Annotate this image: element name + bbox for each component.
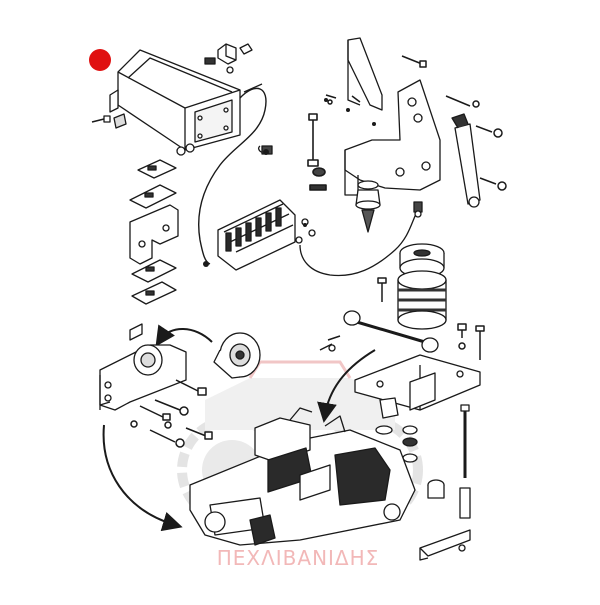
watermark-gear-right	[313, 415, 423, 525]
rubber-buffer	[355, 180, 381, 233]
actuator-module	[217, 199, 316, 271]
damper-unit	[397, 243, 447, 330]
anchor-bracket	[419, 529, 471, 561]
flow-arrow-mount	[155, 324, 213, 347]
box-mount-screw	[91, 113, 127, 129]
rubber-mount	[213, 332, 261, 379]
washer-stack	[375, 425, 418, 463]
tie-rod	[319, 310, 439, 353]
long-bolt-vertical	[307, 113, 327, 191]
box-bracket-top	[204, 43, 253, 74]
watermark-text: ΠΕΧΛΙΒΑΝΙΔΗΣ	[216, 546, 380, 570]
support-rod-right	[427, 404, 471, 519]
callout-marker	[89, 49, 111, 71]
flow-arrow-rod	[317, 349, 376, 423]
axle-housing	[189, 407, 416, 546]
connector-pins	[203, 98, 376, 267]
bolt-set-left	[130, 379, 213, 448]
lower-mount-plate	[354, 354, 481, 419]
flow-arrow-left	[102, 424, 183, 532]
control-box	[109, 49, 241, 156]
gas-strut	[451, 113, 481, 208]
engine-mount-bracket	[99, 344, 187, 411]
bolts-upper-right	[325, 55, 507, 191]
mounting-plate-stack	[129, 159, 179, 341]
sensor-cable	[299, 209, 419, 277]
watermark-tractor-body	[205, 378, 395, 430]
wiring-harness	[198, 87, 267, 265]
small-bolts-mid	[377, 277, 485, 360]
